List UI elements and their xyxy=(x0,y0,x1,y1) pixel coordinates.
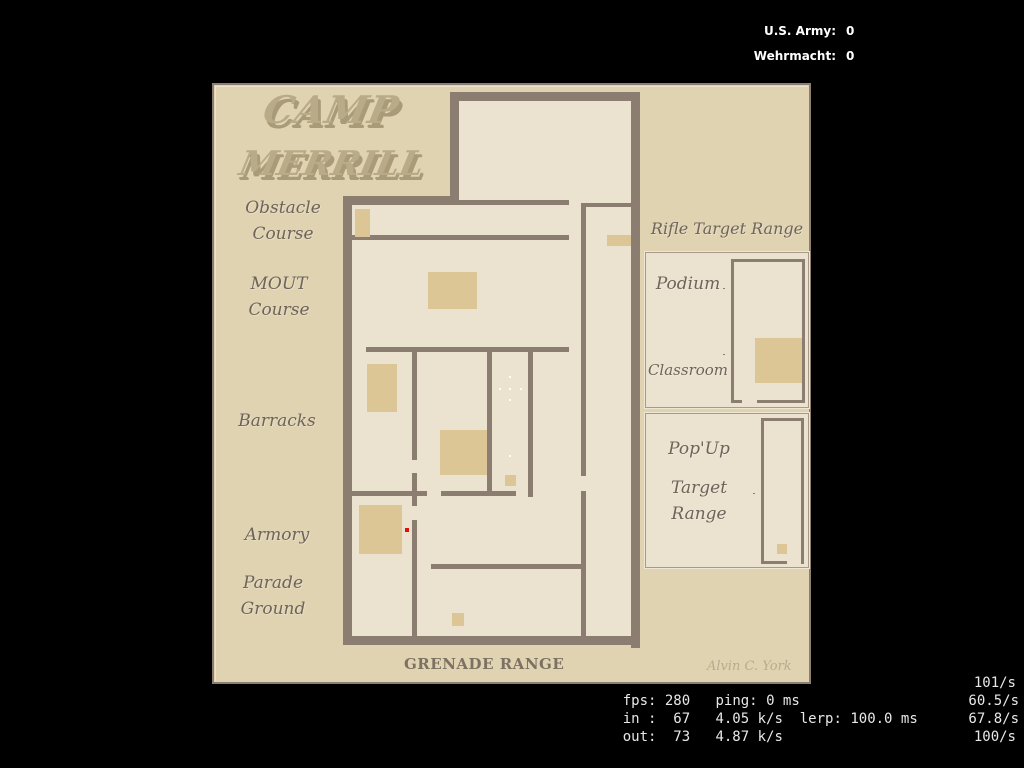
wall xyxy=(731,259,804,262)
label-obstacle-course: Obstacle Course xyxy=(242,195,324,247)
label-parade-ground: Parade Ground xyxy=(232,570,314,622)
out-rate: 4.87 k/s xyxy=(715,729,783,745)
crate xyxy=(359,505,402,554)
crate xyxy=(367,364,397,412)
spawn-dot xyxy=(509,388,511,390)
label-grenade-range: GRENADE RANGE xyxy=(404,655,565,673)
label-line: Parade xyxy=(242,573,303,593)
wall xyxy=(366,347,569,352)
label-line: Range xyxy=(671,504,727,524)
label-line: Obstacle xyxy=(245,198,321,218)
label-barracks: Barracks xyxy=(238,411,316,431)
wall xyxy=(731,259,734,402)
in-count: 67 xyxy=(673,711,691,727)
wall xyxy=(528,347,533,497)
wall xyxy=(581,203,631,207)
wall xyxy=(343,196,352,645)
wall xyxy=(801,418,804,564)
team-score: 0 xyxy=(846,49,855,63)
label-line: MOUT xyxy=(250,274,308,294)
crate xyxy=(440,430,487,475)
wall xyxy=(412,473,417,506)
ping-label: ping: xyxy=(715,693,758,709)
netgraph-row-out: out: 73 4.87 k/s xyxy=(589,710,783,764)
wall xyxy=(761,418,804,421)
wall xyxy=(802,259,805,403)
crate xyxy=(428,272,477,309)
overview-map: CAMP MERRILL xyxy=(212,83,811,684)
crate xyxy=(755,338,802,383)
wall xyxy=(343,196,459,205)
netgraph-rate: 67.8/s xyxy=(968,711,1019,727)
label-line: Target xyxy=(670,478,728,498)
wall xyxy=(412,347,417,460)
crate xyxy=(777,544,787,554)
label-line: Pop'Up xyxy=(668,439,730,459)
label-line: Ground xyxy=(240,599,306,619)
fps-label: fps: xyxy=(622,693,657,709)
label-rifle-target-range: Rifle Target Range xyxy=(650,219,804,238)
wall xyxy=(761,561,787,564)
team-name: Wehrmacht: xyxy=(753,49,836,63)
crate xyxy=(452,613,464,626)
spawn-dot xyxy=(509,399,511,401)
label-mout-course: MOUT Course xyxy=(238,271,320,323)
map-title-line1: CAMP xyxy=(259,87,404,132)
marker xyxy=(723,354,725,355)
map-title-line2: MERRILL xyxy=(235,144,429,184)
lerp-label: lerp: xyxy=(799,711,842,727)
wall xyxy=(761,418,764,564)
wall xyxy=(431,564,581,569)
spawn-dot xyxy=(520,388,522,390)
label-podium: Podium xyxy=(655,274,721,294)
map-author-signature: Alvin C. York xyxy=(707,659,792,674)
spawn-dot xyxy=(499,388,501,390)
spawn-dot xyxy=(509,376,511,378)
scoreboard: U.S. Army: 0 Wehrmacht: 0 xyxy=(0,0,1024,70)
netgraph-rate: 100/s xyxy=(973,729,1016,745)
wall xyxy=(459,200,569,205)
out-count: 73 xyxy=(673,729,691,745)
wall xyxy=(343,636,640,645)
lerp-value: 100.0 ms xyxy=(850,711,918,727)
wall xyxy=(450,92,459,204)
label-line: Course xyxy=(252,224,314,244)
wall xyxy=(757,400,805,403)
wall xyxy=(441,491,516,496)
in-rate: 4.05 k/s xyxy=(715,711,783,727)
netgraph-rate: 60.5/s xyxy=(968,693,1019,709)
floor xyxy=(459,101,631,205)
netgraph-row-in: in : 67 4.05 k/s lerp: 100.0 ms xyxy=(589,692,918,746)
label-line: Course xyxy=(248,300,310,320)
crate xyxy=(607,235,631,246)
label-armory: Armory xyxy=(244,525,310,545)
wall xyxy=(352,491,427,496)
fps-value: 280 xyxy=(664,693,691,709)
wall xyxy=(581,203,586,476)
out-label: out: xyxy=(622,729,657,745)
wall xyxy=(352,235,569,240)
team-score: 0 xyxy=(846,24,855,38)
wall xyxy=(487,347,492,493)
netgraph-row-fps: fps: 280 ping: 0 ms xyxy=(589,674,800,728)
spawn-dot xyxy=(509,455,511,457)
popup-range-panel xyxy=(645,413,809,568)
wall xyxy=(450,92,640,101)
wall xyxy=(631,92,640,648)
crate xyxy=(505,475,516,486)
wall xyxy=(581,491,586,637)
in-label: in : xyxy=(622,711,657,727)
crate xyxy=(355,209,370,237)
label-classroom: Classroom xyxy=(647,361,729,379)
netgraph-rate: 101/s xyxy=(973,675,1016,691)
wall xyxy=(412,520,417,637)
player-position-marker xyxy=(405,528,409,532)
label-popup-target-range: Pop'Up Target Range xyxy=(658,436,740,527)
ping-value: 0 ms xyxy=(766,693,800,709)
wall xyxy=(731,400,742,403)
marker xyxy=(753,493,755,494)
marker xyxy=(723,288,725,289)
team-name: U.S. Army: xyxy=(763,24,836,38)
